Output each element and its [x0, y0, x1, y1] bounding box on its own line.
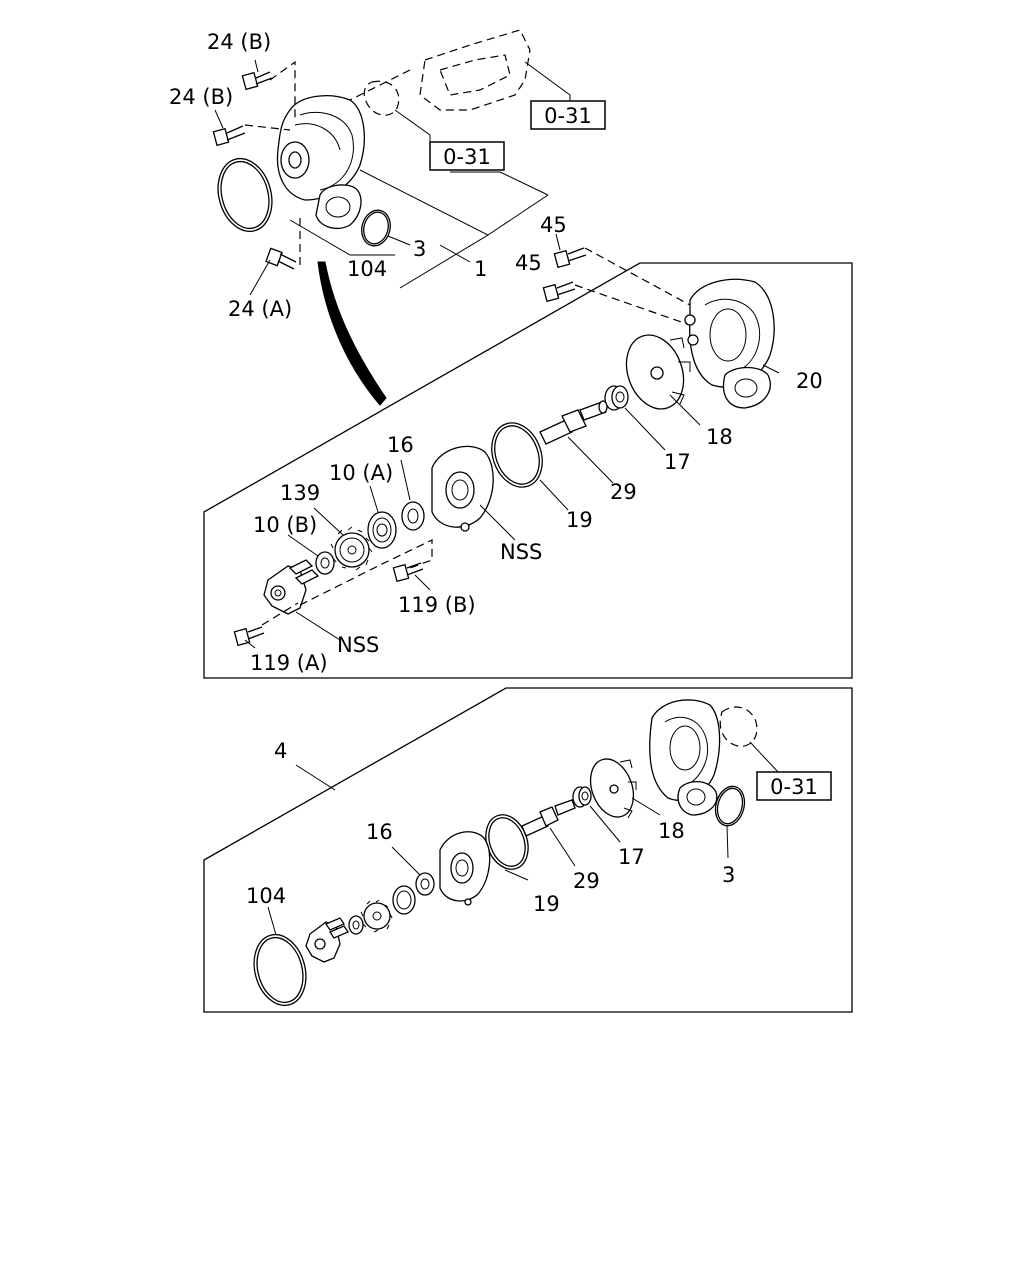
ref-box-mid: 0-31: [429, 141, 505, 171]
label-104-top: 104: [347, 257, 387, 281]
impeller-18-top: [625, 334, 691, 410]
bracket-nss: [263, 559, 320, 615]
bearing-lower: [392, 885, 416, 915]
label-45-a: 45: [540, 213, 567, 237]
o-ring-104-top: [217, 157, 273, 233]
bearing-16-bot: [415, 872, 435, 896]
label-10b: 10 (B): [253, 513, 317, 537]
bolt-45-a: [553, 247, 587, 269]
label-3-top: 3: [413, 237, 426, 261]
label-17-bot: 17: [618, 845, 645, 869]
label-20: 20: [796, 369, 823, 393]
label-119b: 119 (B): [398, 593, 476, 617]
bolt-24b-mid: [212, 125, 246, 147]
label-16-bot: 16: [366, 820, 393, 844]
label-139: 139: [280, 481, 320, 505]
bracket-lower: [305, 917, 349, 963]
gear-139: [330, 526, 373, 571]
label-24a: 24 (A): [228, 297, 292, 321]
label-29-top: 29: [610, 480, 637, 504]
pump-cover-lower: [649, 699, 721, 816]
label-45-b: 45: [515, 251, 542, 275]
seal-17-top: [604, 385, 629, 411]
o-ring-3-top: [361, 209, 391, 247]
bearing-16-top: [401, 501, 425, 531]
label-104-bot: 104: [246, 884, 286, 908]
svg-text:0-31: 0-31: [443, 145, 491, 169]
svg-text:0-31: 0-31: [770, 775, 818, 799]
detail-frame-lower: [203, 687, 853, 1013]
label-16-top: 16: [387, 433, 414, 457]
gear-lower: [360, 899, 393, 933]
label-29-bot: 29: [573, 869, 600, 893]
svg-text:0-31: 0-31: [544, 104, 592, 128]
label-10a: 10 (A): [329, 461, 393, 485]
pump-cover-20: [684, 278, 775, 409]
o-ring-104-bot: [253, 933, 307, 1007]
label-4: 4: [274, 739, 287, 763]
label-24b-top: 24 (B): [207, 30, 271, 54]
bolt-45-b: [542, 281, 576, 303]
bolt-119a: [233, 626, 265, 647]
label-119a: 119 (A): [250, 651, 328, 675]
label-19-bot: 19: [533, 892, 560, 916]
bearing-housing-nss: [431, 445, 494, 532]
label-18-bot: 18: [658, 819, 685, 843]
o-ring-3-bot: [714, 785, 746, 827]
detail-frame-upper: [203, 262, 853, 679]
shaft-29-bot: [521, 799, 576, 837]
bearing-10a: [367, 511, 397, 549]
bolt-24b-top: [241, 71, 273, 91]
ref-box-top: 0-31: [530, 100, 606, 130]
bolt-24a: [265, 247, 297, 270]
bearing-10b: [315, 551, 335, 575]
label-1: 1: [474, 257, 487, 281]
seal-17-bot: [572, 786, 592, 808]
label-3-bot: 3: [722, 863, 735, 887]
detail-arrow: [317, 261, 387, 406]
label-nss-b: NSS: [337, 633, 379, 657]
label-nss-a: NSS: [500, 540, 542, 564]
label-17-top: 17: [664, 450, 691, 474]
bearing-housing-lower: [439, 831, 491, 906]
o-ring-19-top: [491, 422, 543, 488]
label-24b-mid: 24 (B): [169, 85, 233, 109]
label-18-top: 18: [706, 425, 733, 449]
impeller-18-bot: [589, 758, 637, 819]
bolt-119b: [392, 562, 424, 583]
shaft-29-top: [539, 400, 608, 445]
ref-box-bot: 0-31: [756, 771, 832, 801]
pump-housing-top: [217, 29, 531, 247]
label-19-top: 19: [566, 508, 593, 532]
